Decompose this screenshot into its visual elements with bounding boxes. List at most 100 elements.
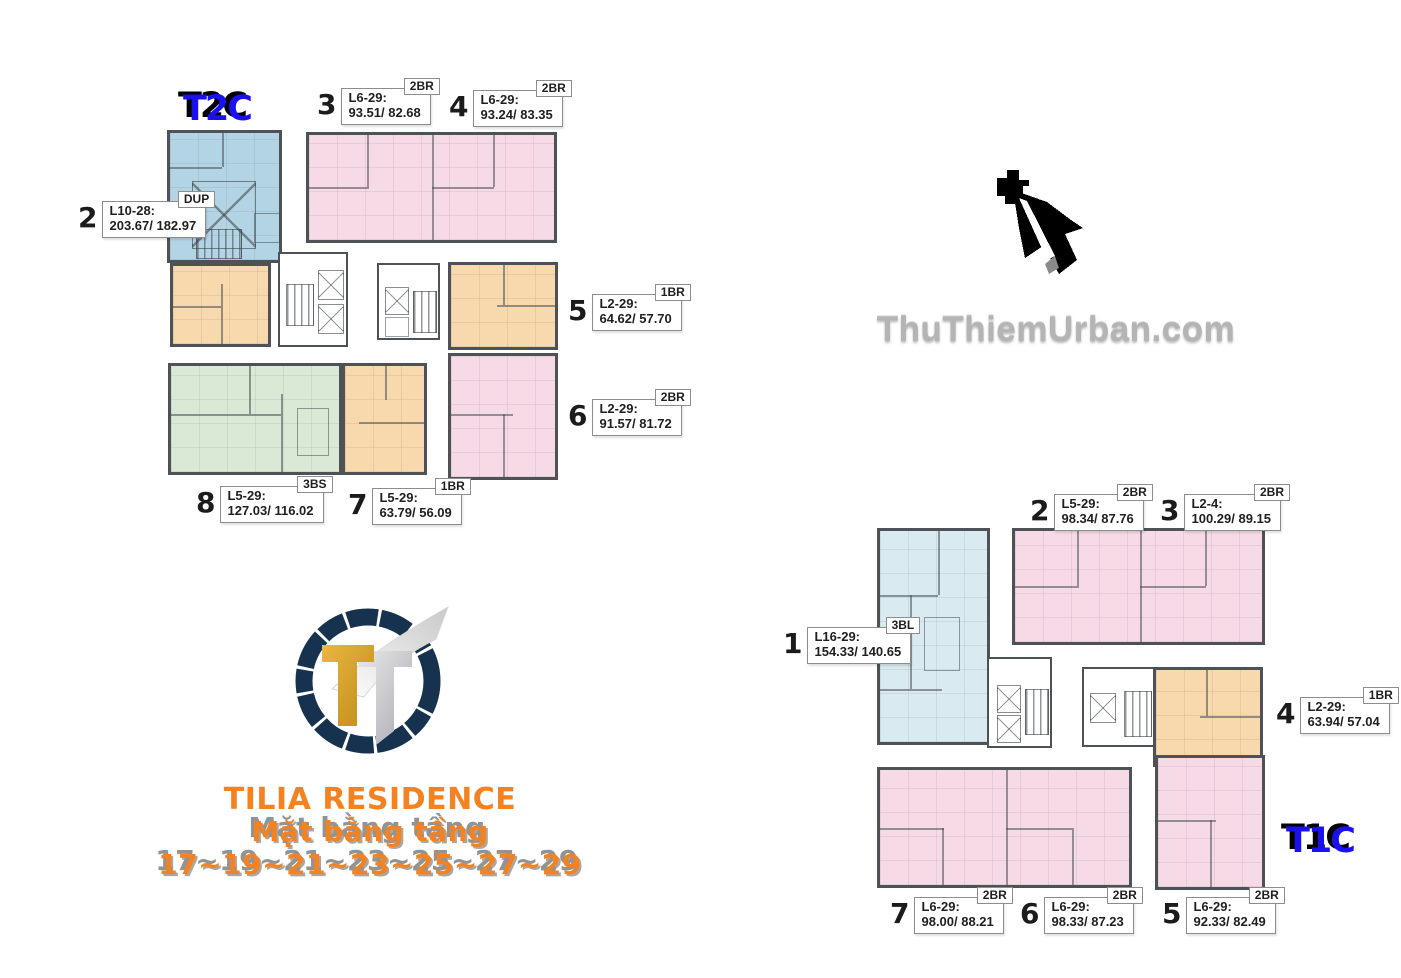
unit-label-t1c-7: 7 2BR L6-29: 98.00/ 88.21: [890, 887, 1013, 934]
unit-number: 7: [890, 897, 910, 930]
t1c-units-2-3-block: [1012, 528, 1265, 645]
t2c-unit-7: [342, 363, 427, 475]
unit-number: 3: [1160, 494, 1180, 527]
floor-range-subtitle: Mặt bằng tầng 17~19~21~23~25~27~29: [158, 815, 582, 881]
unit-label-t1c-6: 6 2BR L6-29: 98.33/ 87.23: [1020, 887, 1143, 934]
unit-info-box: 2BR L6-29: 93.51/ 82.68: [341, 78, 440, 125]
t2c-core-2: [377, 263, 440, 340]
unit-area: 93.51/ 82.68: [348, 104, 421, 120]
watermark-text: ThuThiemUrban.com: [876, 310, 1236, 349]
unit-number: 4: [449, 90, 469, 123]
unit-area: 64.62/ 57.70: [599, 310, 672, 326]
unit-area: 63.79/ 56.09: [379, 504, 452, 520]
unit-area: 100.29/ 89.15: [1191, 510, 1272, 526]
unit-label-t2c-8: 8 3BS L5-29: 127.03/ 116.02: [196, 476, 333, 523]
unit-floors: L16-29:: [814, 629, 861, 644]
unit-type-tag: 1BR: [654, 284, 691, 301]
unit-floors: L6-29:: [348, 90, 387, 105]
unit-number: 4: [1276, 697, 1296, 730]
unit-floors: L10-28:: [109, 203, 156, 218]
t2c-unit-5: [448, 262, 558, 350]
unit-number: 5: [1162, 897, 1182, 930]
unit-info-box: 2BR L2-29: 91.57/ 81.72: [592, 389, 691, 436]
unit-area: 127.03/ 116.02: [227, 502, 314, 518]
unit-type-tag: DUP: [177, 191, 216, 208]
unit-floors: L2-29:: [1307, 699, 1346, 714]
unit-info-box: 2BR L6-29: 92.33/ 82.49: [1186, 887, 1285, 934]
unit-area: 63.94/ 57.04: [1307, 713, 1380, 729]
unit-info-box: 3BS L5-29: 127.03/ 116.02: [220, 476, 333, 523]
unit-label-t2c-2: 2 DUP L10-28: 203.67/ 182.97: [78, 191, 216, 238]
t1c-unit-4: [1153, 667, 1263, 767]
unit-type-tag: 2BR: [654, 389, 691, 406]
unit-area: 98.34/ 87.76: [1061, 510, 1134, 526]
unit-number: 5: [568, 294, 588, 327]
unit-type-tag: 2BR: [1106, 887, 1143, 904]
unit-floors: L6-29:: [1193, 899, 1232, 914]
unit-number: 2: [1030, 494, 1050, 527]
t2c-units-3-4-block: [306, 132, 557, 243]
unit-floors: L6-29:: [921, 899, 960, 914]
unit-floors: L5-29:: [1061, 496, 1100, 511]
unit-number: 2: [78, 201, 98, 234]
t1c-core-2: [1082, 667, 1157, 747]
unit-type-tag: 2BR: [1254, 484, 1291, 501]
t2c-unit-6: [448, 353, 558, 480]
unit-label-t1c-2: 2 2BR L5-29: 98.34/ 87.76: [1030, 484, 1153, 531]
unit-type-tag: 2BR: [1116, 484, 1153, 501]
unit-type-tag: 1BR: [1362, 687, 1399, 704]
t2c-unit-8: [168, 363, 342, 475]
unit-type-tag: 1BR: [434, 478, 471, 495]
unit-info-box: DUP L10-28: 203.67/ 182.97: [102, 191, 216, 238]
unit-type-tag: 2BR: [1248, 887, 1285, 904]
t2c-unit-mid-left: [170, 263, 271, 347]
unit-info-box: 2BR L5-29: 98.34/ 87.76: [1054, 484, 1153, 531]
unit-label-t2c-6: 6 2BR L2-29: 91.57/ 81.72: [568, 389, 691, 436]
unit-info-box: 1BR L5-29: 63.79/ 56.09: [372, 478, 471, 525]
t2c-logo: T2C: [183, 89, 253, 129]
unit-type-tag: 3BS: [297, 476, 333, 493]
unit-info-box: 1BR L2-29: 64.62/ 57.70: [592, 284, 691, 331]
unit-info-box: 2BR L6-29: 98.00/ 88.21: [914, 887, 1013, 934]
unit-area: 98.00/ 88.21: [921, 913, 994, 929]
unit-area: 154.33/ 140.65: [814, 643, 902, 659]
unit-label-t2c-7: 7 1BR L5-29: 63.79/ 56.09: [348, 478, 471, 525]
unit-label-t1c-1: 1 3BL L16-29: 154.33/ 140.65: [783, 617, 921, 664]
unit-label-t2c-4: 4 2BR L6-29: 93.24/ 83.35: [449, 80, 572, 127]
unit-floors: L5-29:: [379, 490, 418, 505]
unit-info-box: 3BL L16-29: 154.33/ 140.65: [807, 617, 921, 664]
unit-number: 7: [348, 488, 368, 521]
t1c-core-1: [987, 657, 1052, 748]
unit-type-tag: 3BL: [885, 617, 921, 634]
unit-info-box: 1BR L2-29: 63.94/ 57.04: [1300, 687, 1399, 734]
t2c-core-1: [278, 252, 348, 347]
t1c-unit-5: [1155, 755, 1265, 890]
unit-info-box: 2BR L6-29: 93.24/ 83.35: [473, 80, 572, 127]
t1c-logo: T1C: [1286, 821, 1356, 861]
unit-number: 6: [568, 399, 588, 432]
unit-floors: L6-29:: [480, 92, 519, 107]
unit-floors: L5-29:: [227, 488, 266, 503]
unit-area: 91.57/ 81.72: [599, 415, 672, 431]
unit-floors: L2-29:: [599, 401, 638, 416]
unit-info-box: 2BR L2-4: 100.29/ 89.15: [1184, 484, 1291, 531]
unit-type-tag: 2BR: [976, 887, 1013, 904]
unit-floors: L2-4:: [1191, 496, 1223, 511]
unit-area: 92.33/ 82.49: [1193, 913, 1266, 929]
unit-area: 98.33/ 87.23: [1051, 913, 1124, 929]
mouse-cursor-icon: [997, 170, 1083, 274]
unit-label-t1c-4: 4 1BR L2-29: 63.94/ 57.04: [1276, 687, 1399, 734]
t1c-units-7-6-block: [877, 767, 1132, 888]
unit-type-tag: 2BR: [403, 78, 440, 95]
unit-floors: L6-29:: [1051, 899, 1090, 914]
unit-number: 3: [317, 88, 337, 121]
unit-label-t1c-5: 5 2BR L6-29: 92.33/ 82.49: [1162, 887, 1285, 934]
unit-number: 8: [196, 486, 216, 519]
unit-area: 93.24/ 83.35: [480, 106, 553, 122]
unit-type-tag: 2BR: [535, 80, 572, 97]
unit-number: 6: [1020, 897, 1040, 930]
unit-label-t1c-3: 3 2BR L2-4: 100.29/ 89.15: [1160, 484, 1291, 531]
unit-floors: L2-29:: [599, 296, 638, 311]
unit-label-t2c-3: 3 2BR L6-29: 93.51/ 82.68: [317, 78, 440, 125]
